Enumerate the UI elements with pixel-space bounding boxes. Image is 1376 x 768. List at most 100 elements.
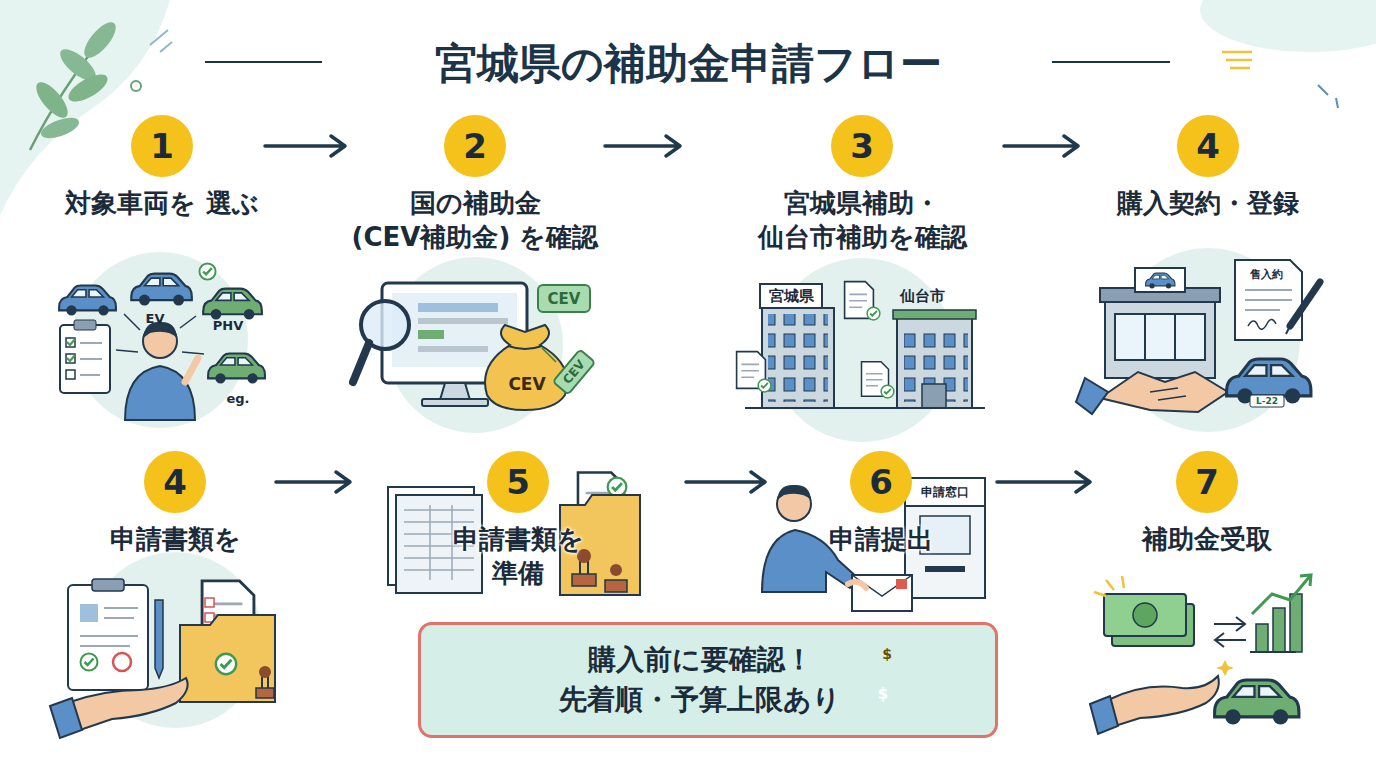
- vehicle-selection-illustration: [203, 289, 262, 320]
- vehicle-selection-illustration: [208, 354, 265, 384]
- prefecture-city-illustration: [922, 384, 946, 408]
- step-number: 7: [1176, 451, 1238, 513]
- application-documents-illustration: [155, 600, 163, 678]
- application-documents-illustration: [180, 615, 275, 702]
- national-subsidy-illustration: [418, 330, 444, 339]
- receive-subsidy-illustration: [1104, 594, 1186, 636]
- flow-arrow: [276, 472, 350, 492]
- receive-subsidy-illustration: [1300, 575, 1311, 586]
- step-number: 6: [850, 451, 912, 513]
- corner-decoration: [79, 17, 121, 62]
- step-label: 申請書類を 準備: [438, 522, 598, 590]
- application-documents-illustration: [256, 688, 274, 698]
- vehicle-selection-illustration: [199, 263, 215, 279]
- national-subsidy-illustration: [542, 348, 556, 362]
- step-label: 申請提出: [771, 522, 991, 556]
- corner-decoration: [64, 69, 111, 107]
- application-documents-illustration: [80, 608, 138, 646]
- purchase-contract-illustration: [1105, 302, 1215, 378]
- step-label: 申請書類を: [75, 522, 275, 556]
- receive-subsidy-illustration: [1090, 696, 1118, 734]
- illustration-label: EV: [146, 312, 165, 325]
- process-step: 3宮城県補助・ 仙台市補助を確認: [680, 115, 1004, 254]
- submit-application-illustration: [925, 566, 965, 572]
- application-documents-illustration: [216, 654, 236, 674]
- corner-decoration: [31, 77, 73, 122]
- receive-subsidy-illustration: [1290, 594, 1302, 652]
- purchase-contract-illustration: [1135, 268, 1185, 292]
- flow-arrow: [265, 136, 345, 156]
- flow-arrow: [605, 136, 680, 156]
- prefecture-city-illustration: [881, 385, 894, 398]
- corner-decoration: [38, 114, 81, 143]
- corner-decoration: [1200, 0, 1376, 52]
- illustration-label: 申請窓口: [921, 486, 969, 498]
- purchase-contract-illustration: [1100, 372, 1228, 412]
- prepare-documents-illustration: [572, 574, 596, 586]
- prefecture-city-illustration: [758, 379, 771, 392]
- process-step: 7補助金受取: [1090, 451, 1324, 556]
- process-step: 2 国の補助金 (CEV補助金) を確認: [345, 115, 605, 254]
- corner-decoration: [150, 30, 172, 52]
- step-label: 国の補助金 (CEV補助金) を確認: [345, 186, 605, 254]
- application-documents-illustration: [113, 653, 131, 671]
- vehicle-selection-illustration: [131, 274, 192, 306]
- application-documents-illustration: [50, 552, 275, 738]
- national-subsidy-illustration: [418, 303, 498, 312]
- receive-subsidy-illustration: [1108, 676, 1219, 726]
- receive-subsidy-illustration: [1273, 608, 1285, 652]
- illustration-label: CEV: [508, 376, 545, 393]
- illustration-label: $: [878, 687, 888, 702]
- prefecture-city-illustration: [762, 308, 834, 408]
- national-subsidy-illustration: [440, 383, 470, 400]
- callout-box: 購入前に要確認！ 先着順・予算上限あり: [418, 622, 998, 738]
- prefecture-city-illustration: [893, 310, 976, 319]
- step-label: 宮城県補助・ 仙台市補助を確認: [717, 186, 1007, 254]
- application-documents-illustration: [205, 598, 214, 607]
- purchase-contract-illustration: [1286, 326, 1290, 334]
- national-subsidy-illustration: [418, 346, 488, 352]
- vehicle-selection-illustration: [60, 325, 110, 393]
- process-step: 1対象車両を 選ぶ: [59, 115, 265, 220]
- prepare-documents-illustration: [610, 564, 622, 576]
- flow-arrow: [1004, 136, 1078, 156]
- receive-subsidy-illustration: [1250, 651, 1296, 653]
- flow-arrow: [997, 472, 1090, 492]
- illustration-label: L-22: [1256, 397, 1278, 406]
- process-step: 6 申請提出: [765, 451, 997, 556]
- receive-subsidy-illustration: [1256, 624, 1268, 652]
- vehicle-selection-illustration: [80, 343, 102, 375]
- prefecture-city-illustration: [897, 318, 972, 408]
- purchase-contract-illustration: [1076, 248, 1320, 432]
- submit-application-illustration: [905, 478, 985, 506]
- national-subsidy-illustration: [508, 346, 542, 349]
- national-subsidy-illustration: [353, 257, 595, 433]
- prepare-documents-illustration: [608, 478, 627, 497]
- purchase-contract-illustration: [1115, 314, 1205, 360]
- process-step: 4 申請書類を: [74, 451, 276, 556]
- receive-subsidy-illustration: [1216, 660, 1234, 676]
- prefecture-city-illustration: [867, 307, 880, 320]
- submit-application-illustration: [777, 485, 811, 500]
- application-documents-illustration: [92, 579, 124, 591]
- illustration-label: CEV: [561, 358, 587, 386]
- purchase-contract-illustration: [1290, 282, 1320, 326]
- application-documents-illustration: [80, 604, 98, 622]
- receive-subsidy-illustration: [1133, 603, 1157, 627]
- illustration-label: 售入約: [1250, 269, 1283, 280]
- flow-arrow: [686, 472, 765, 492]
- step-number: 4: [144, 451, 206, 513]
- vehicle-selection-illustration: [74, 320, 96, 330]
- purchase-contract-illustration: [1146, 273, 1175, 288]
- application-documents-illustration: [259, 666, 271, 678]
- national-subsidy-illustration: [485, 325, 567, 410]
- vehicle-selection-illustration: [59, 252, 265, 428]
- national-subsidy-illustration: [422, 399, 488, 406]
- step-number: 2: [444, 115, 506, 177]
- illustration-label: eg.: [226, 392, 249, 405]
- purchase-contract-illustration: [1145, 314, 1175, 360]
- corner-decoration: [1222, 52, 1252, 68]
- vehicle-selection-illustration: [66, 370, 75, 379]
